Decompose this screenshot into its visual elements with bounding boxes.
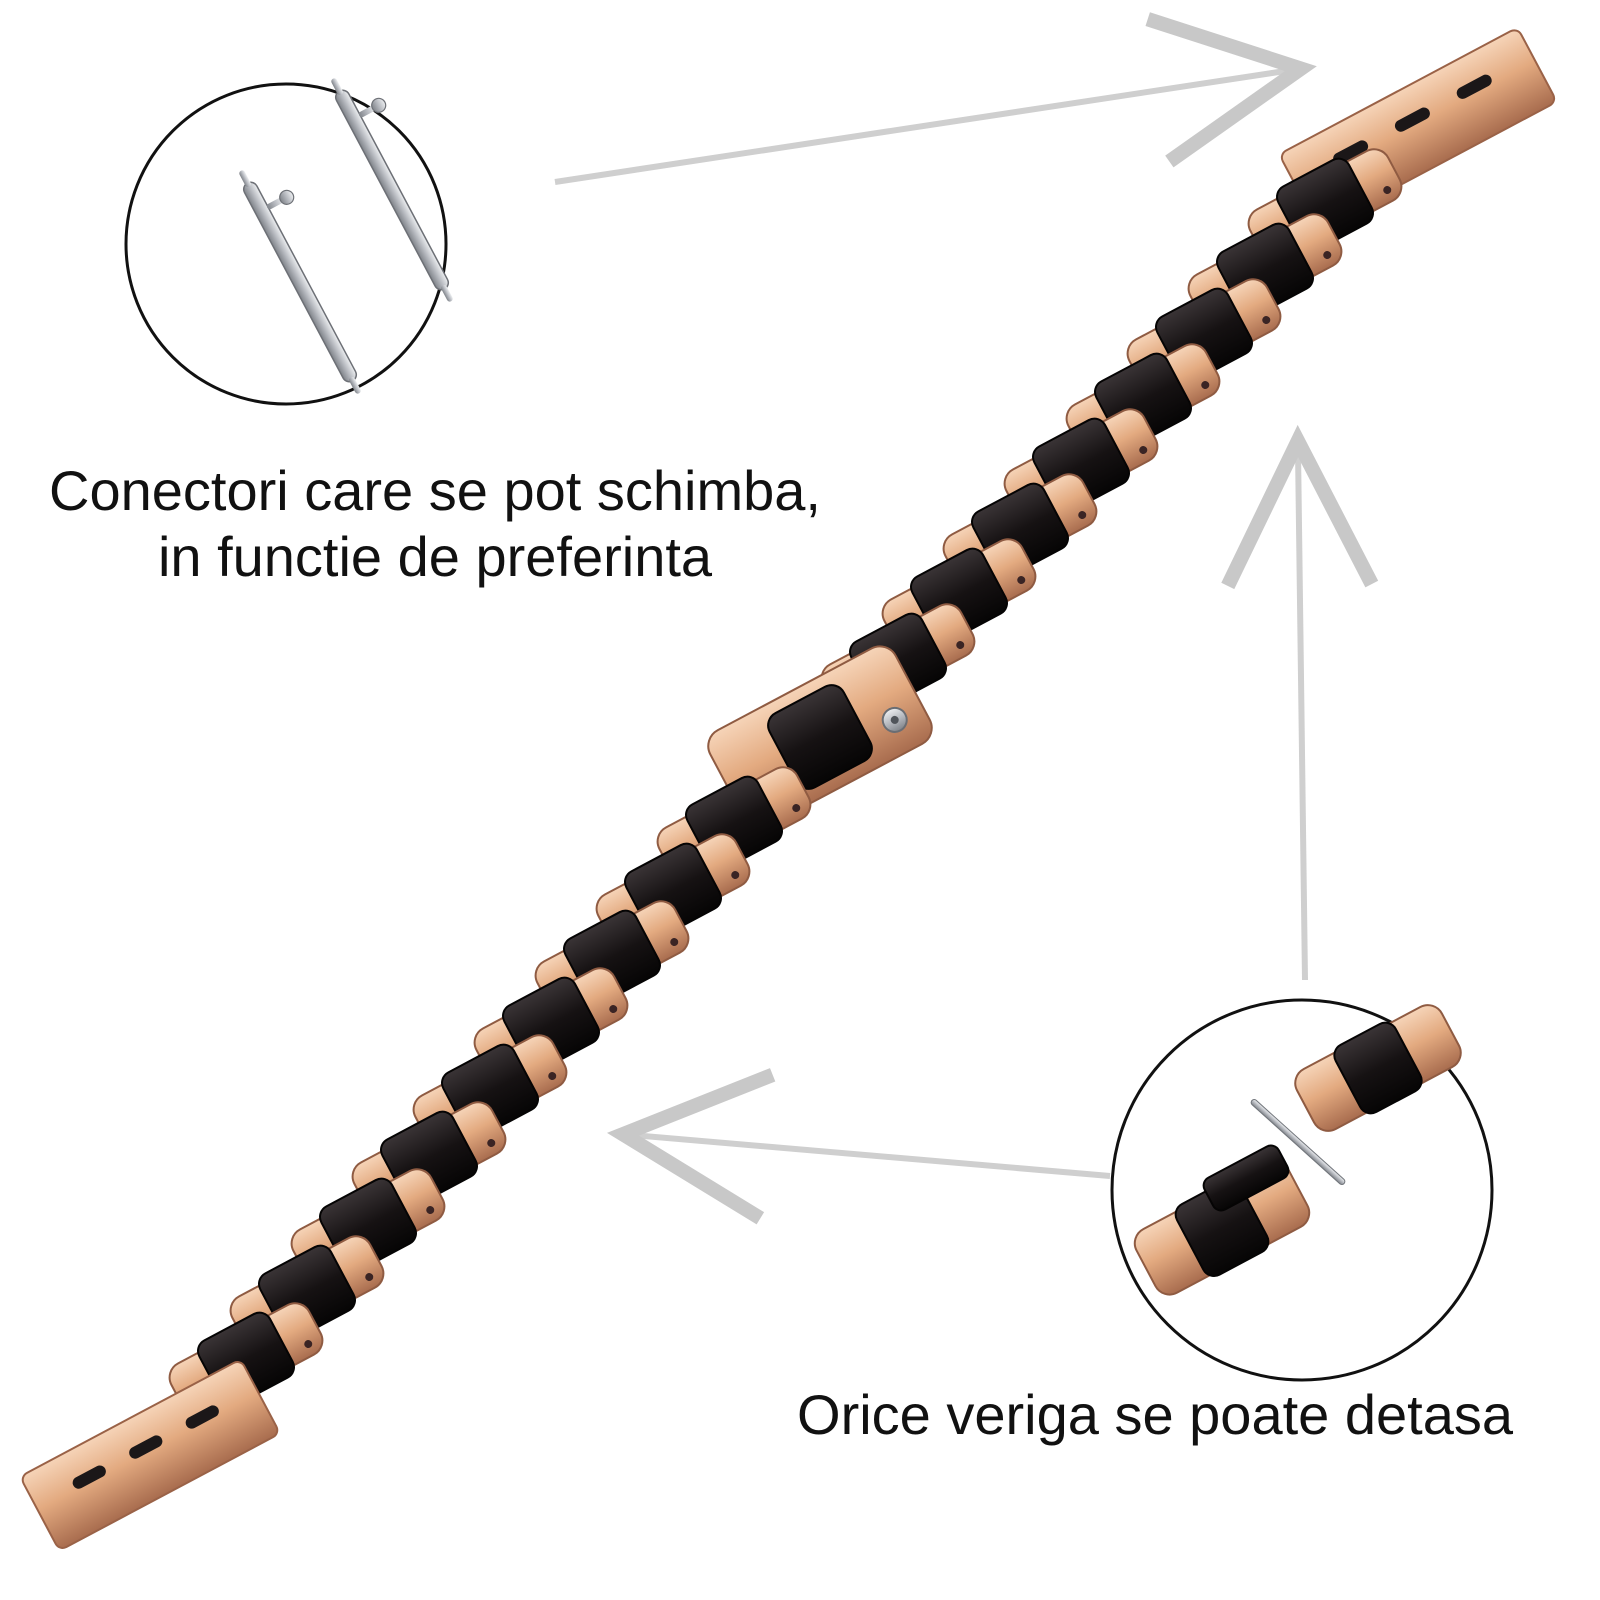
detached-link-lower (1133, 1160, 1311, 1296)
detachable-link-detail (1110, 998, 1494, 1382)
detachable-link-caption: Orice veriga se poate detasa (797, 1383, 1513, 1446)
arrow-top-connectors (554, 12, 1317, 185)
connectors-caption: Conectori care se pot schimba, in functi… (20, 458, 850, 590)
detached-pin (1250, 1099, 1346, 1185)
quick-release-pin-top (331, 78, 453, 302)
detached-link-upper (1294, 1004, 1462, 1132)
watch-strap (21, 29, 1556, 1549)
connectors-caption-line-1: Conectori care se pot schimba, (49, 459, 821, 522)
arrow-left-link (606, 1068, 1111, 1225)
quick-release-pin-bottom (239, 170, 361, 394)
connectors-caption-line-2: in functie de preferinta (157, 525, 713, 588)
arrow-vertical (1221, 424, 1379, 981)
connector-pins-detail (124, 78, 453, 406)
